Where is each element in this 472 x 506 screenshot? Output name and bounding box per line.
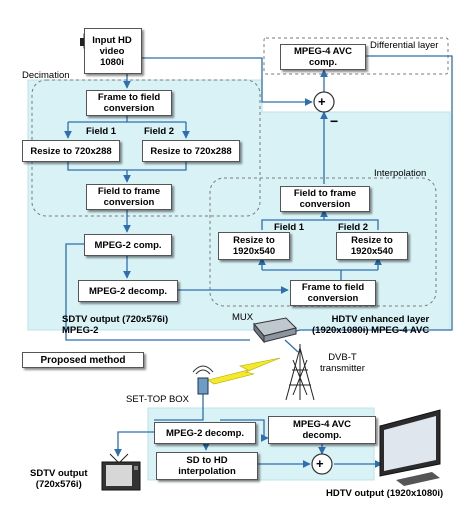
frame-to-field-top-box: Frame to field conversion [86, 90, 172, 116]
frame-to-field-right-box: Frame to field conversion [290, 280, 376, 306]
hdtv-enhanced-label: HDTV enhanced layer (1920x1080i) MPEG-4 … [312, 314, 430, 336]
receiving-antenna-icon [192, 365, 214, 395]
dvbt-transmitter-label: DVB-T transmitter [320, 352, 365, 374]
mpeg2-decomp-box: MPEG-2 decomp. [78, 280, 178, 302]
resize-720-a-box: Resize to 720x288 [22, 140, 120, 162]
sdtv-output-bottom-label: SDTV output (720x576i) [30, 468, 88, 490]
mux-label: MUX [232, 312, 254, 323]
adder-bottom [311, 453, 333, 475]
sdtv-output-label: SDTV output (720x576i) MPEG-2 [62, 314, 169, 336]
field-to-frame-right-box: Field to frame conversion [280, 186, 370, 212]
resize-1920-b-box: Resize to 1920x540 [336, 232, 408, 260]
proposed-method-banner: Proposed method [22, 352, 144, 368]
input-hd-video-label: Input HD video 1080i [92, 34, 132, 68]
sdtv-icon [101, 453, 141, 491]
stb-mpeg4-decomp-box: MPEG-4 AVC decomp. [268, 416, 376, 444]
settop-box-label: SET-TOP BOX [126, 394, 190, 405]
adder-top [313, 91, 335, 113]
decimation-label: Decimation [22, 70, 70, 81]
field2-label: Field 2 [144, 126, 175, 137]
adder-bottom-plus: + [316, 456, 324, 471]
resize-720-b-box: Resize to 720x288 [142, 140, 240, 162]
field1-label: Field 1 [86, 126, 117, 137]
input-hd-video-box: Input HD video 1080i [84, 28, 142, 74]
hdtv-icon [379, 409, 441, 486]
stb-mpeg2-decomp-box: MPEG-2 decomp. [154, 422, 256, 444]
mpeg4-comp-box: MPEG-4 AVC comp. [280, 44, 366, 70]
field1-label-right: Field 1 [274, 222, 305, 233]
interpolation-region [209, 177, 437, 307]
wireless-signal-icon [207, 357, 281, 385]
field2-label-right: Field 2 [338, 222, 369, 233]
interpolation-label: Interpolation [374, 168, 427, 179]
transmitter-tower-icon [285, 344, 315, 401]
field-to-frame-left-box: Field to frame conversion [86, 184, 172, 210]
resize-1920-a-box: Resize to 1920x540 [218, 232, 290, 260]
hdtv-output-bottom-label: HDTV output (1920x1080i) [326, 488, 444, 499]
differential-layer-label: Differential layer [370, 40, 439, 51]
stb-sd-to-hd-box: SD to HD interpolation [156, 452, 258, 480]
mux-device-icon [253, 317, 297, 344]
adder-top-plus: + [318, 94, 326, 109]
mpeg2-comp-box: MPEG-2 comp. [84, 234, 172, 256]
minus-sign: − [330, 113, 339, 129]
decimation-region [31, 79, 261, 217]
